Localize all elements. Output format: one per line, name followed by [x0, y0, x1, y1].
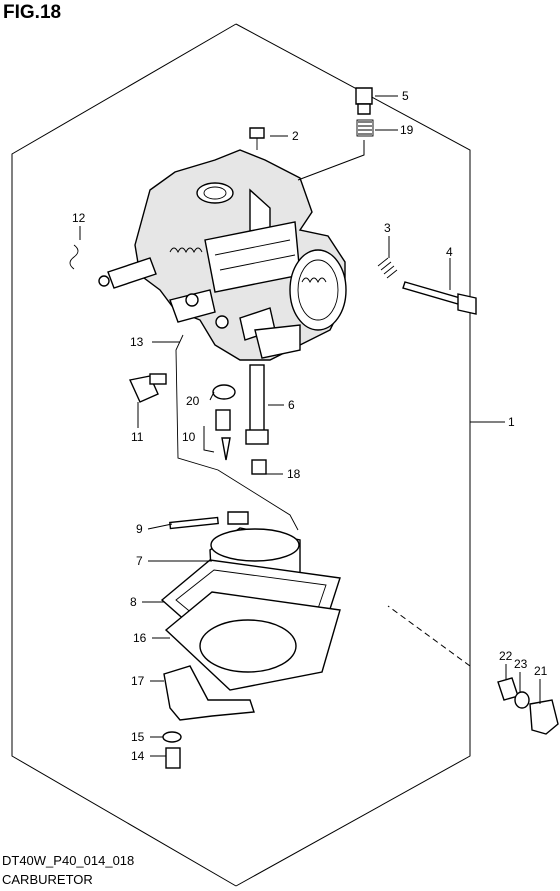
washer-20	[212, 384, 236, 400]
jet-6	[249, 364, 265, 436]
bracket-17	[163, 665, 255, 721]
washer-23	[514, 691, 530, 709]
callout-19: 19	[400, 123, 414, 137]
callout-17: 17	[131, 674, 145, 688]
leader-lines	[79, 95, 541, 757]
clip-12	[69, 244, 79, 270]
pin-9	[169, 516, 219, 530]
figure-title: FIG.18	[3, 2, 62, 23]
callout-3: 3	[384, 221, 391, 235]
callout-5: 5	[402, 89, 409, 103]
washer-15	[162, 731, 182, 743]
callout-9: 9	[136, 522, 143, 536]
callout-1: 1	[508, 415, 515, 429]
diagram-code: DT40W_P40_014_018	[2, 853, 135, 868]
callout-18: 18	[287, 467, 301, 481]
callout-16: 16	[133, 631, 147, 645]
callout-23: 23	[514, 657, 528, 671]
spring-19	[358, 121, 372, 135]
callout-8: 8	[130, 595, 137, 609]
callout-6: 6	[288, 398, 295, 412]
screw-14	[165, 747, 181, 769]
callout-14: 14	[131, 749, 145, 763]
callout-labels: 2 5 19 3 4 12 13 20 6 1 11 10 18 9 7 8 1…	[72, 89, 548, 763]
jet-10	[215, 409, 231, 431]
link-rod-13	[175, 334, 299, 531]
carburetor-body	[98, 149, 347, 361]
callout-13: 13	[130, 335, 144, 349]
screw-5	[355, 87, 373, 105]
jet-18	[251, 459, 267, 475]
knob-21	[529, 699, 559, 735]
assembly-frame	[11, 23, 471, 887]
callout-20: 20	[186, 394, 200, 408]
callout-21: 21	[534, 664, 548, 678]
diagram-caption: CARBURETOR	[2, 872, 93, 887]
screw-2	[249, 127, 265, 139]
callout-10: 10	[182, 430, 196, 444]
callout-15: 15	[131, 730, 145, 744]
callout-4: 4	[446, 245, 453, 259]
parts	[69, 87, 559, 769]
spring-3	[377, 257, 398, 279]
callout-11: 11	[131, 430, 144, 444]
screw-4	[402, 281, 461, 305]
callout-2: 2	[292, 129, 299, 143]
callout-12: 12	[72, 211, 86, 225]
callout-7: 7	[136, 554, 143, 568]
callout-22: 22	[499, 649, 513, 663]
